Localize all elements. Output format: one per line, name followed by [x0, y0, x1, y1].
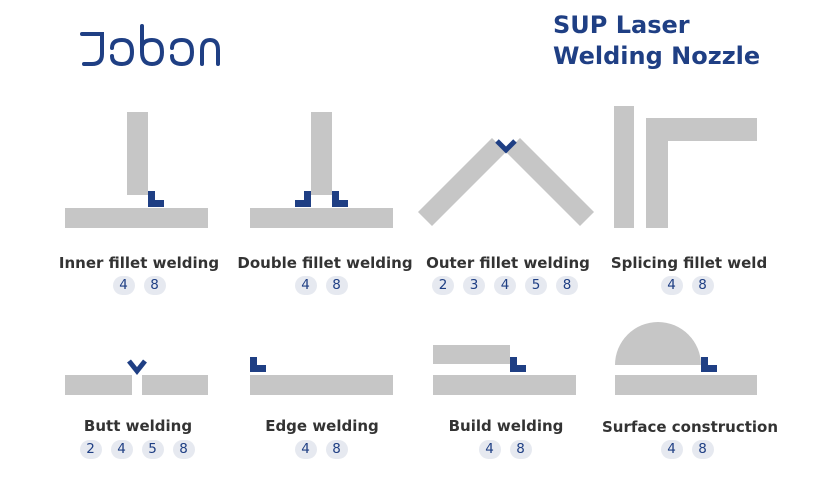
jobon-logo: [80, 24, 220, 67]
plate: [65, 208, 208, 228]
plate: [615, 375, 757, 395]
outer-fillet-diagram: [418, 138, 594, 226]
nozzle-badge: 8: [172, 440, 195, 459]
nozzle-badge: 4: [494, 276, 516, 295]
weld-label: Inner fillet welding: [58, 254, 220, 272]
nozzle-badge: 5: [141, 440, 164, 459]
plate: [506, 138, 594, 226]
nozzle-badge: 2: [432, 276, 454, 295]
nozzle-badge: 8: [143, 276, 166, 295]
weld-label: Splicing fillet weld: [610, 254, 768, 272]
nozzle-badge: 5: [525, 276, 547, 295]
weld-marker: [495, 139, 517, 154]
plate: [615, 322, 701, 365]
plate: [311, 112, 332, 195]
nozzle-badge: 8: [509, 440, 532, 459]
inner-fillet-diagram: [65, 112, 208, 228]
nozzle-sizes: 2 4 5 8: [37, 440, 237, 459]
weld-label: Edge welding: [265, 417, 379, 435]
plate: [142, 375, 208, 395]
plate: [250, 208, 393, 228]
surface-construction-diagram: [615, 322, 757, 395]
nozzle-badge: 2: [79, 440, 102, 459]
nozzle-badge: 8: [691, 276, 714, 295]
weld-label: Outer fillet welding: [426, 254, 590, 272]
nozzle-sizes: 4 8: [405, 440, 605, 459]
plate: [250, 375, 393, 395]
nozzle-sizes: 4 8: [587, 440, 787, 459]
nozzle-sizes: 2 3 4 5 8: [405, 276, 605, 295]
weld-marker: [295, 191, 311, 207]
weld-marker: [250, 357, 266, 372]
nozzle-badge: 8: [325, 276, 348, 295]
nozzle-badge: 4: [294, 276, 317, 295]
weld-marker: [701, 357, 717, 372]
plate: [127, 112, 148, 195]
double-fillet-diagram: [250, 112, 393, 228]
splicing-fillet-diagram: [614, 106, 757, 228]
nozzle-badge: 4: [478, 440, 501, 459]
page-title: SUP Laser Welding Nozzle: [553, 10, 760, 72]
plate: [433, 375, 576, 395]
nozzle-badge: 4: [660, 276, 683, 295]
nozzle-badge: 8: [691, 440, 714, 459]
title-line-2: Welding Nozzle: [553, 42, 761, 70]
weld-label: Double fillet welding: [237, 254, 413, 272]
nozzle-sizes: 4 8: [221, 276, 421, 295]
plate: [614, 106, 634, 228]
edge-welding-diagram: [250, 357, 393, 395]
plate: [65, 375, 132, 395]
weld-marker: [332, 191, 348, 207]
weld-marker: [127, 359, 147, 376]
weld-marker: [510, 357, 526, 372]
plate: [646, 118, 757, 228]
weld-label: Butt welding: [83, 417, 193, 435]
nozzle-badge: 8: [556, 276, 578, 295]
nozzle-badge: 3: [463, 276, 485, 295]
plate: [433, 345, 510, 364]
weld-label: Build welding: [448, 417, 564, 435]
nozzle-badge: 4: [112, 276, 135, 295]
nozzle-badge: 8: [325, 440, 348, 459]
nozzle-sizes: 4 8: [39, 276, 239, 295]
nozzle-sizes: 4 8: [587, 276, 787, 295]
nozzle-badge: 4: [294, 440, 317, 459]
plate: [418, 138, 506, 226]
nozzle-sizes: 4 8: [221, 440, 421, 459]
weld-marker: [148, 191, 164, 207]
nozzle-badge: 4: [110, 440, 133, 459]
nozzle-badge: 4: [660, 440, 683, 459]
weld-label: Surface construction: [601, 418, 779, 436]
build-welding-diagram: [433, 345, 576, 395]
butt-welding-diagram: [65, 359, 208, 395]
title-line-1: SUP Laser: [553, 11, 690, 39]
